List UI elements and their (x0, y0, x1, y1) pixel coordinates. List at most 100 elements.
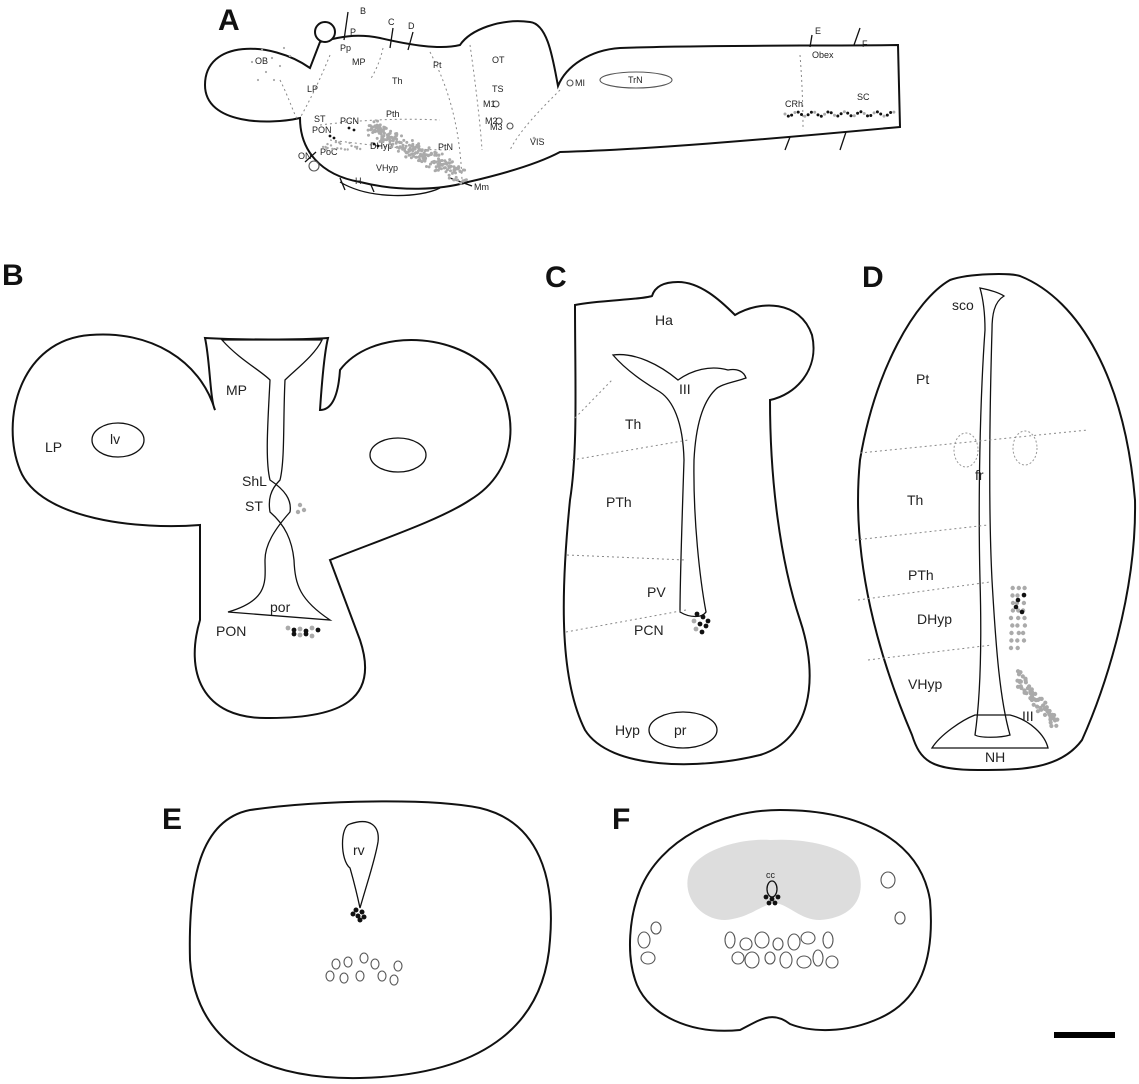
grey-cell (445, 170, 448, 173)
vhyp-cell (1030, 694, 1034, 698)
pcn-cell (694, 627, 699, 632)
grey-cell (376, 124, 379, 127)
cc-cell (776, 895, 781, 900)
panel-e-label-rv: rv (353, 842, 365, 858)
black-cell (892, 111, 895, 114)
vhyp-cell (1017, 672, 1021, 676)
panel-f-letter: F (612, 803, 630, 836)
grey-cell (348, 142, 350, 144)
panel-c-label-pr: pr (674, 722, 687, 738)
vhyp-cell (1052, 717, 1056, 721)
panel-c-section-outline (564, 282, 814, 764)
panel-a-label-pth: Pth (386, 109, 400, 119)
panel-a-letter: A (218, 4, 240, 37)
panel-b-label-pon: PON (216, 623, 246, 639)
cc-cell (764, 895, 769, 900)
grey-cell (390, 145, 393, 148)
dhyp-cell (1009, 616, 1013, 620)
grey-cell (370, 128, 373, 131)
panel-a-label-obex: Obex (812, 50, 834, 60)
vhyp-cell (1054, 724, 1058, 728)
grey-cell (459, 182, 462, 185)
panel-b-label-shl: ShL (242, 473, 267, 489)
grey-cell (426, 149, 429, 152)
panel-c-label-hyp: Hyp (615, 722, 640, 738)
grey-cell (261, 49, 263, 51)
pon-cell (292, 632, 297, 637)
black-cell (879, 113, 882, 116)
vhyp-cell (1024, 691, 1028, 695)
vhyp-cell (1043, 713, 1047, 717)
dhyp-cell (1011, 608, 1015, 612)
grey-cell (411, 143, 414, 146)
pon-cell (316, 628, 321, 633)
panel-e-section-outline (190, 801, 551, 1078)
black-cell (886, 114, 889, 117)
panel-a-label-pon: PON (312, 125, 332, 135)
panel-d-label-iii: III (1022, 708, 1034, 724)
black-cell (850, 114, 853, 117)
panel-a-label-ob: OB (255, 56, 268, 66)
dhyp-cell (1015, 623, 1019, 627)
panel-e: E rv (162, 801, 551, 1078)
vhyp-cell (1030, 690, 1034, 694)
grey-cell (326, 147, 328, 149)
grey-cell (289, 55, 291, 57)
grey-cell (433, 160, 436, 163)
grey-cell (456, 179, 459, 182)
grey-cell (257, 79, 259, 81)
vhyp-cell (1043, 701, 1047, 705)
panel-b-label-lp: LP (45, 439, 62, 455)
panel-a-label-trn: TrN (628, 75, 643, 85)
panel-c: C Ha III Th PTh PV PCN Hyp pr (545, 261, 814, 764)
vhyp-cell (1018, 679, 1022, 683)
grey-cell (533, 137, 536, 140)
pcn-cell (704, 624, 709, 629)
dhyp-cell (1011, 586, 1015, 590)
grey-cell (448, 174, 451, 177)
dhyp-cell (1011, 601, 1015, 605)
dhyp-cell (1015, 638, 1019, 642)
vhyp-cell (1023, 677, 1027, 681)
panel-b-letter: B (2, 259, 24, 292)
panel-a-label-ts: TS (492, 84, 504, 94)
grey-cell (322, 146, 324, 148)
panel-a-label-f: F (862, 39, 868, 49)
grey-cell (462, 180, 465, 183)
panel-a-label-m1: M1 (483, 99, 496, 109)
grey-cell (331, 148, 333, 150)
grey-cell (463, 169, 466, 172)
dhyp-cell (1014, 605, 1019, 610)
dhyp-cell (1023, 623, 1027, 627)
panel-c-label-pv: PV (647, 584, 666, 600)
panel-a-label-d: D (408, 21, 415, 31)
dhyp-cell (1020, 610, 1025, 615)
grey-cell (439, 159, 442, 162)
vhyp-cell (1034, 698, 1038, 702)
panel-a-section-line-f-low (840, 132, 846, 150)
panel-d-label-vhyp: VHyp (908, 676, 942, 692)
panel-a-label-e: E (815, 26, 821, 36)
grey-cell (356, 146, 358, 148)
panel-a: A B C D E F (205, 4, 900, 196)
grey-cell (435, 166, 438, 169)
panel-a-label-pcn: PCN (340, 116, 359, 126)
panel-a-pituitary-blob (315, 22, 335, 42)
dhyp-cell (1022, 616, 1026, 620)
grey-cell (373, 120, 376, 123)
black-cell (329, 135, 332, 138)
grey-cell (376, 137, 379, 140)
black-cell (813, 111, 816, 114)
grey-cell (330, 144, 332, 146)
black-cell (833, 114, 836, 117)
pcn-cell (695, 612, 700, 617)
rv-cell (358, 918, 363, 923)
grey-cell (395, 133, 398, 136)
black-cell (817, 113, 820, 116)
panel-c-label-pcn: PCN (634, 622, 664, 638)
grey-cell (369, 124, 372, 127)
panel-e-letter: E (162, 803, 182, 836)
panel-a-label-th: Th (392, 76, 403, 86)
black-cell (866, 114, 869, 117)
pon-cell (310, 634, 315, 639)
